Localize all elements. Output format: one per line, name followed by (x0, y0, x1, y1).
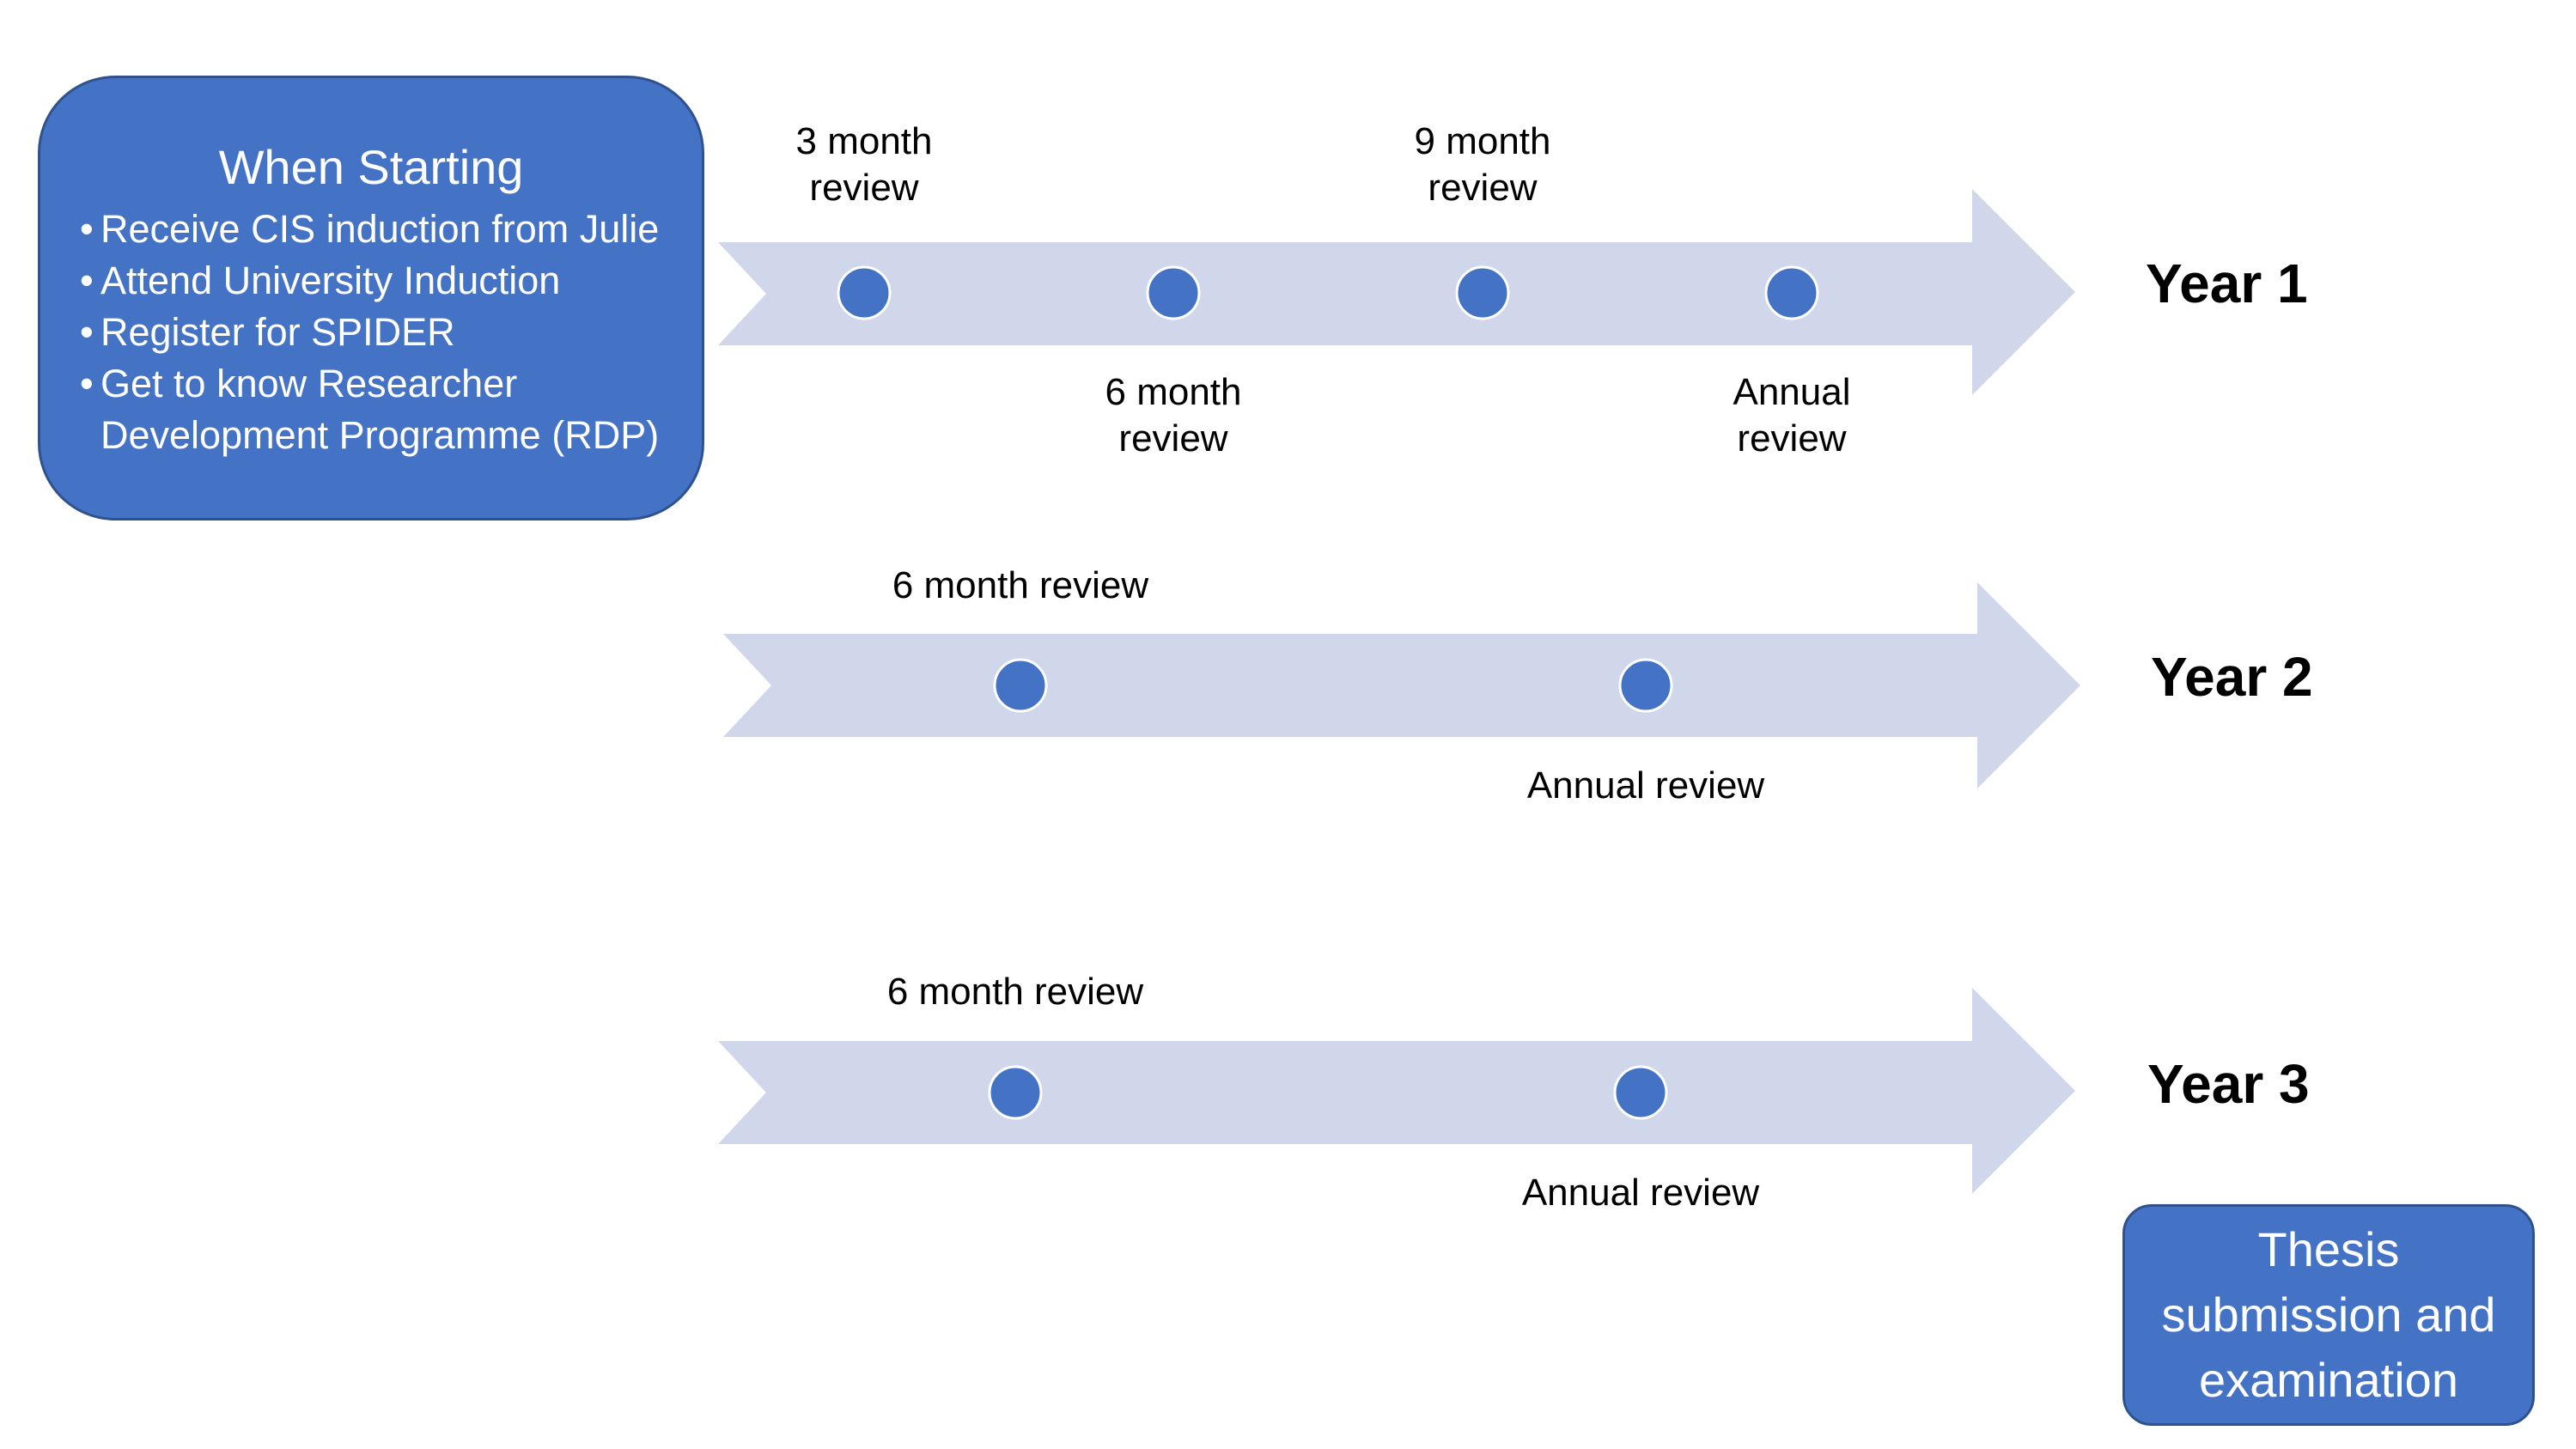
bullet-icon: • (80, 310, 94, 354)
year-3-label: Year 3 (2147, 1053, 2310, 1115)
list-item: • Register for SPIDER (80, 307, 659, 358)
year-2-milestone-dot (1618, 658, 1673, 713)
list-item-label: Get to know Researcher Development Progr… (100, 362, 660, 457)
year-2-milestone-label: Annual review (1526, 764, 1765, 807)
list-item-label: Register for SPIDER (100, 310, 455, 354)
list-item-label: Attend University Induction (100, 259, 561, 302)
list-item-label: Receive CIS induction from Julie (100, 207, 660, 251)
year-3-milestone-label: Annual review (1521, 1172, 1760, 1214)
year-1-milestone-label: Annual review (1733, 371, 1851, 460)
bullet-icon: • (80, 362, 94, 405)
year-2-milestone-dot (993, 658, 1048, 713)
thesis-label: Thesis submission and examination (2161, 1222, 2496, 1407)
bullet-icon: • (80, 207, 94, 251)
year-3-milestone-label: 6 month review (886, 971, 1144, 1013)
year-3-milestone-dot (988, 1065, 1043, 1120)
list-item: • Get to know Researcher Development Pro… (80, 358, 659, 461)
year-1-milestone-label: 6 month review (1105, 371, 1242, 460)
year-3-arrow (718, 988, 2075, 1194)
when-starting-list: • Receive CIS induction from Julie • Att… (80, 204, 659, 461)
year-1-milestone-dot (1764, 265, 1819, 320)
year-1-label: Year 1 (2146, 253, 2308, 314)
bullet-icon: • (80, 259, 94, 302)
year-2-arrow (723, 582, 2080, 788)
when-starting-box: When Starting • Receive CIS induction fr… (38, 76, 704, 521)
year-2-label: Year 2 (2151, 646, 2313, 708)
when-starting-title: When Starting (218, 140, 524, 194)
year-1-milestone-label: 9 month review (1414, 120, 1551, 209)
year-3-milestone-dot (1613, 1065, 1668, 1120)
year-1-milestone-label: 3 month review (795, 120, 933, 209)
list-item: • Receive CIS induction from Julie (80, 204, 659, 255)
year-1-arrow (718, 189, 2075, 395)
list-item: • Attend University Induction (80, 255, 659, 307)
year-1-milestone-dot (837, 265, 892, 320)
year-1-milestone-dot (1146, 265, 1201, 320)
year-1-milestone-dot (1455, 265, 1510, 320)
thesis-box: Thesis submission and examination (2122, 1204, 2535, 1426)
year-2-milestone-label: 6 month review (892, 564, 1149, 606)
